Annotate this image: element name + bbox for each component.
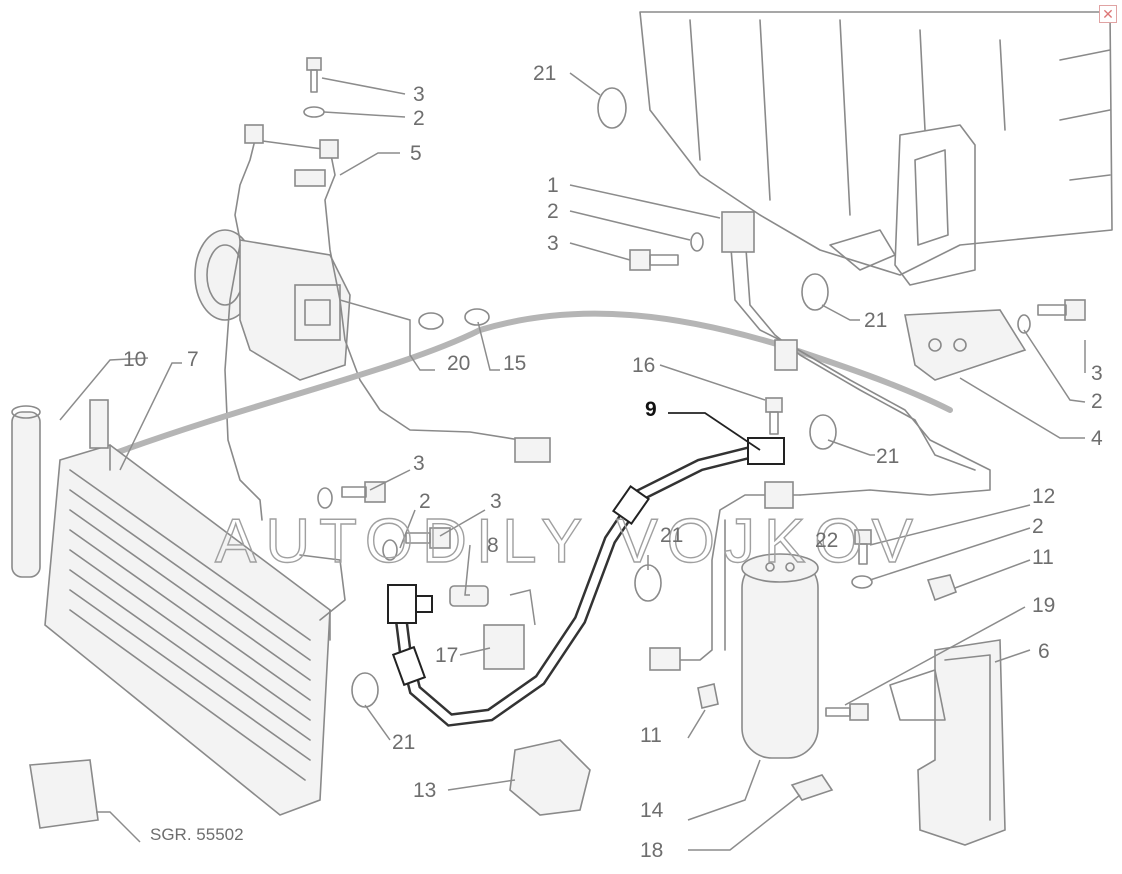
condenser — [44, 399, 346, 816]
callout-2-center: 2 — [419, 490, 431, 513]
callout-21-top: 21 — [533, 62, 556, 85]
callout-12: 12 — [1032, 485, 1055, 508]
hose-assembly-9 — [387, 437, 785, 727]
callout-15: 15 — [503, 352, 526, 375]
callout-21-right: 21 — [864, 309, 887, 332]
callout-2-lower: 2 — [1032, 515, 1044, 538]
callout-14: 14 — [640, 799, 664, 822]
callout-3-right: 3 — [1091, 362, 1103, 385]
compressor-hoses — [224, 124, 551, 521]
receiver-cylinder — [11, 405, 41, 578]
small-parts — [29, 57, 1086, 829]
callout-11-bottom: 11 — [640, 724, 662, 747]
callout-2-mid: 2 — [547, 200, 559, 223]
dryer-bracket — [889, 639, 1006, 846]
heater-housing — [639, 11, 1113, 286]
callout-10: 10 — [123, 348, 146, 371]
callout-2-right: 2 — [1091, 390, 1103, 413]
callout-13: 13 — [413, 779, 436, 802]
reference-code: SGR. 55502 — [150, 825, 244, 844]
dryer-bottle — [741, 553, 819, 759]
close-button[interactable]: ✕ — [1099, 5, 1117, 23]
callout-3-lower: 3 — [490, 490, 502, 513]
evaporator-pipes — [649, 211, 991, 671]
callout-3-mid: 3 — [547, 232, 559, 255]
callout-2-top: 2 — [413, 107, 425, 130]
callout-17: 17 — [435, 644, 458, 667]
callout-3-top: 3 — [413, 83, 425, 106]
callout-22: 22 — [815, 529, 838, 552]
callout-18: 18 — [640, 839, 663, 862]
callout-21-bottom: 21 — [392, 731, 415, 754]
callout-7: 7 — [187, 348, 199, 371]
callout-19: 19 — [1032, 594, 1055, 617]
callout-20: 20 — [447, 352, 470, 375]
compressor — [194, 229, 351, 381]
callout-8: 8 — [487, 534, 499, 557]
callout-3-center: 3 — [413, 452, 425, 475]
watermark-text: AUTODILY VOJKOV — [215, 507, 922, 576]
callout-16: 16 — [632, 354, 655, 377]
callout-5: 5 — [410, 142, 422, 165]
callout-1: 1 — [547, 174, 559, 197]
callout-9: 9 — [645, 398, 657, 421]
callout-11-right: 11 — [1032, 546, 1054, 569]
callout-21-center: 21 — [876, 445, 899, 468]
callout-21-middle: 21 — [660, 524, 683, 547]
close-icon: ✕ — [1102, 6, 1114, 22]
suction-line — [107, 310, 953, 458]
callout-4: 4 — [1091, 427, 1103, 450]
callout-6: 6 — [1038, 640, 1050, 663]
callout-labels: 3 2 5 21 1 2 3 21 3 2 4 20 15 10 7 16 9 … — [123, 62, 1103, 862]
leader-lines — [59, 72, 1086, 851]
switch-bracket — [904, 309, 1027, 381]
